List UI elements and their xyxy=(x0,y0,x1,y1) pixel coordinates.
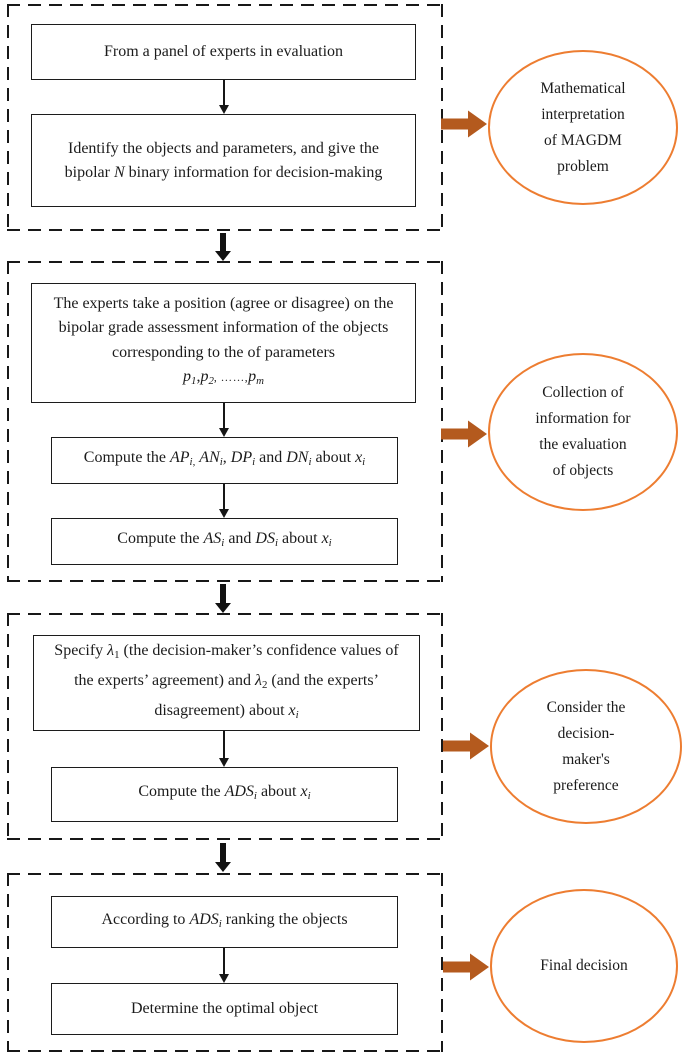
ellipse-dm-preference: Consider the decision- maker's preferenc… xyxy=(490,669,682,824)
ellipse-information-collection: Collection of information for the evalua… xyxy=(488,353,678,511)
down-arrow-icon xyxy=(223,731,225,758)
box-panel-of-experts: From a panel of experts in evaluation xyxy=(31,24,416,80)
stage-connector-arrow-icon xyxy=(220,233,226,251)
box-experts-position: The experts take a position (agree or di… xyxy=(31,283,416,403)
stage-connector-arrow-icon xyxy=(220,843,226,862)
down-arrow-icon xyxy=(223,948,225,974)
box-compute-ap-an-dp-dn: Compute the APi, ANi, DPi and DNi about … xyxy=(51,437,398,484)
box-ranking-objects: According to ADSi ranking the objects xyxy=(51,896,398,948)
stage-connector-arrow-icon xyxy=(220,584,226,603)
block-arrow-right-icon xyxy=(443,953,489,981)
box-optimal-object: Determine the optimal object xyxy=(51,983,398,1035)
down-arrow-icon xyxy=(223,80,225,105)
block-arrow-right-icon xyxy=(441,110,487,138)
ellipse-final-decision: Final decision xyxy=(490,889,678,1043)
block-arrow-right-icon xyxy=(441,420,487,448)
stage-dm-preference: Specify λ1 (the decision-maker’s confide… xyxy=(7,613,443,840)
down-arrow-icon xyxy=(223,403,225,428)
box-specify-lambda: Specify λ1 (the decision-maker’s confide… xyxy=(33,635,420,731)
ellipse-magdm-interpretation: Mathematical interpretation of MAGDM pro… xyxy=(488,50,678,205)
box-identify-objects: Identify the objects and parameters, and… xyxy=(31,114,416,207)
block-arrow-right-icon xyxy=(443,732,489,760)
stage-problem-setup: From a panel of experts in evaluation Id… xyxy=(7,4,443,231)
box-compute-ads: Compute the ADSi about xi xyxy=(51,767,398,822)
down-arrow-icon xyxy=(223,484,225,509)
stage-final-decision: According to ADSi ranking the objects De… xyxy=(7,873,443,1052)
box-compute-as-ds: Compute the ASi and DSi about xi xyxy=(51,518,398,565)
stage-information-collection: The experts take a position (agree or di… xyxy=(7,261,443,582)
